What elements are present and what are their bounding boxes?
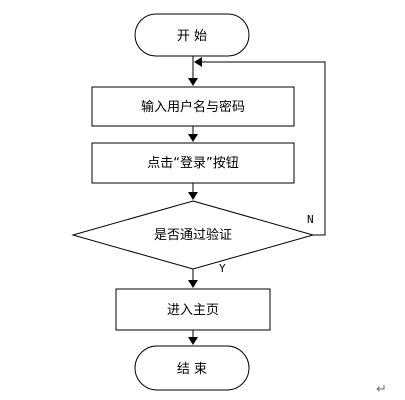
verify-label: 是否通过验证 [154, 227, 232, 243]
no-branch-label: N [307, 213, 314, 226]
end-terminator [134, 345, 250, 391]
input-credentials-label: 输入用户名与密码 [141, 99, 245, 115]
yes-branch-label: Y [219, 262, 226, 275]
edge-verify-no-loop [194, 57, 326, 236]
enter-home-label: 进入主页 [167, 303, 219, 318]
click-login-label: 点击“登录”按钮 [147, 156, 238, 171]
input-credentials-process [91, 86, 295, 127]
enter-home-process [115, 288, 271, 331]
start-terminator [134, 13, 250, 57]
end-label: 结 束 [177, 362, 207, 377]
paragraph-mark: ↵ [376, 382, 387, 397]
start-label: 开 始 [177, 29, 207, 44]
